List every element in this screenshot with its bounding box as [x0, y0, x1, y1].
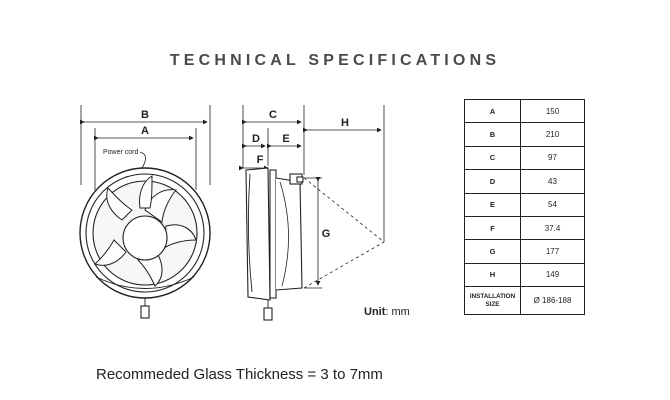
- spec-key: H: [464, 262, 521, 288]
- spec-key: A: [464, 98, 521, 124]
- label-a: A: [141, 125, 149, 137]
- spec-value: 210: [520, 122, 585, 147]
- side-view: [239, 105, 385, 321]
- spec-key: B: [464, 122, 521, 147]
- unit-note: Unit: mm: [364, 306, 410, 318]
- spec-value: 97: [520, 145, 585, 171]
- spec-key: F: [464, 215, 521, 241]
- spec-value: 37.4: [520, 215, 585, 241]
- label-c: C: [269, 109, 277, 121]
- unit-label: Unit: [364, 306, 386, 318]
- spec-key: D: [464, 169, 521, 194]
- label-d: D: [252, 133, 260, 145]
- spec-value: Ø 186-188: [520, 286, 585, 316]
- spec-value: 149: [520, 262, 585, 288]
- label-h: H: [341, 117, 349, 129]
- spec-value: 43: [520, 169, 585, 194]
- spec-key: E: [464, 192, 521, 217]
- label-g: G: [322, 228, 331, 240]
- label-power-cord: Power cord: [103, 149, 139, 156]
- spec-key: C: [464, 145, 521, 171]
- spec-value: 150: [520, 98, 585, 124]
- label-e: E: [282, 133, 289, 145]
- label-f: F: [257, 154, 264, 166]
- label-b: B: [141, 109, 149, 121]
- spec-value: 177: [520, 239, 585, 264]
- glass-thickness-note: Recommeded Glass Thickness = 3 to 7mm: [96, 366, 383, 383]
- spec-key: INSTALLATION SIZE: [464, 286, 521, 316]
- front-view: [79, 105, 211, 319]
- spec-value: 54: [520, 192, 585, 217]
- spec-key: G: [464, 239, 521, 264]
- page-title: TECHNICAL SPECIFICATIONS: [169, 52, 501, 69]
- unit-value: : mm: [385, 306, 410, 318]
